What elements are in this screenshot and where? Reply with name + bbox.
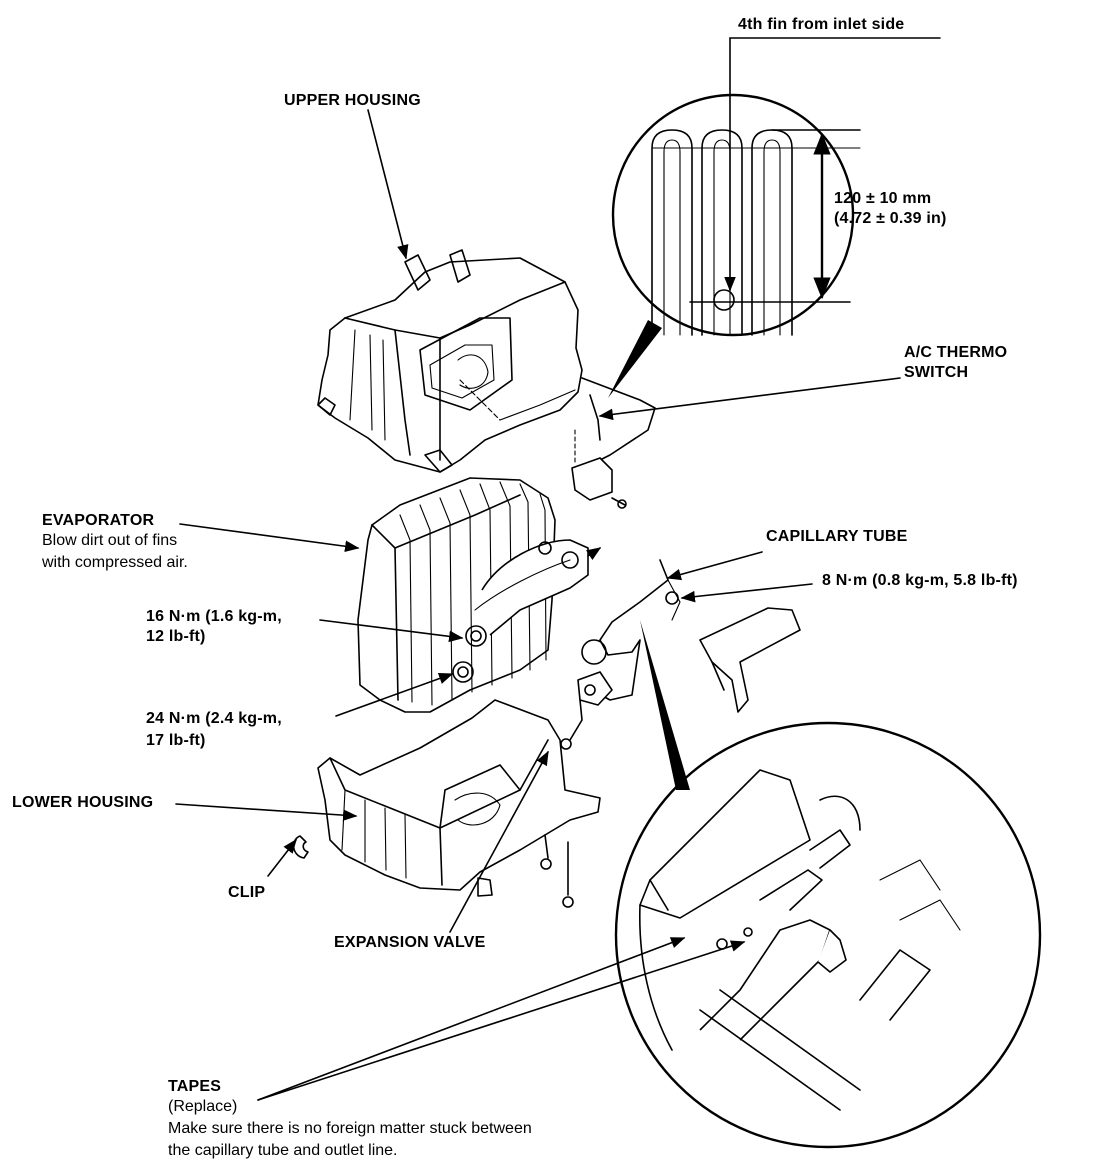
- evaporator-note-line2: with compressed air.: [42, 554, 188, 571]
- tape-detail-inset: [614, 721, 1042, 1149]
- upper-housing-label: UPPER HOUSING: [284, 92, 421, 109]
- tapes-note-line2: the capillary tube and outlet line.: [168, 1142, 398, 1159]
- evaporator-label: EVAPORATOR: [42, 512, 155, 529]
- fin-distance-in-label: (4.72 ± 0.39 in): [834, 210, 947, 227]
- tapes-label: TAPES: [168, 1078, 222, 1095]
- thermo-switch-label-line2: SWITCH: [904, 364, 969, 381]
- capillary-tube-label: CAPILLARY TUBE: [766, 528, 908, 545]
- expansion-valve-label: EXPANSION VALVE: [334, 934, 486, 951]
- torque-8nm-label: 8 N·m (0.8 kg-m, 5.8 lb-ft): [822, 572, 1018, 589]
- upper-housing-drawing: [317, 249, 656, 509]
- fin-distance-mm-label: 120 ± 10 mm: [834, 190, 932, 207]
- torque-24nm-label-line2: 17 lb-ft): [146, 732, 206, 749]
- fin-position-label: 4th fin from inlet side: [738, 16, 905, 33]
- torque-16nm-label-line2: 12 lb-ft): [146, 628, 206, 645]
- evaporator-note-line1: Blow dirt out of fins: [42, 532, 178, 549]
- torque-24nm-label-line1: 24 N·m (2.4 kg-m,: [146, 710, 282, 727]
- tapes-replace-label: (Replace): [168, 1098, 238, 1115]
- leader-lines: [175, 109, 901, 1101]
- torque-16nm-label-line1: 16 N·m (1.6 kg-m,: [146, 608, 282, 625]
- clip-label: CLIP: [228, 884, 266, 901]
- fin-detail-inset: [608, 37, 941, 398]
- lower-housing-drawing: [292, 699, 601, 908]
- tapes-note-line1: Make sure there is no foreign matter stu…: [168, 1120, 532, 1137]
- evaporator-drawing: [357, 477, 602, 713]
- lower-housing-label: LOWER HOUSING: [12, 794, 154, 811]
- thermo-switch-label-line1: A/C THERMO: [904, 344, 1008, 361]
- capillary-tube-drawing: [560, 559, 801, 790]
